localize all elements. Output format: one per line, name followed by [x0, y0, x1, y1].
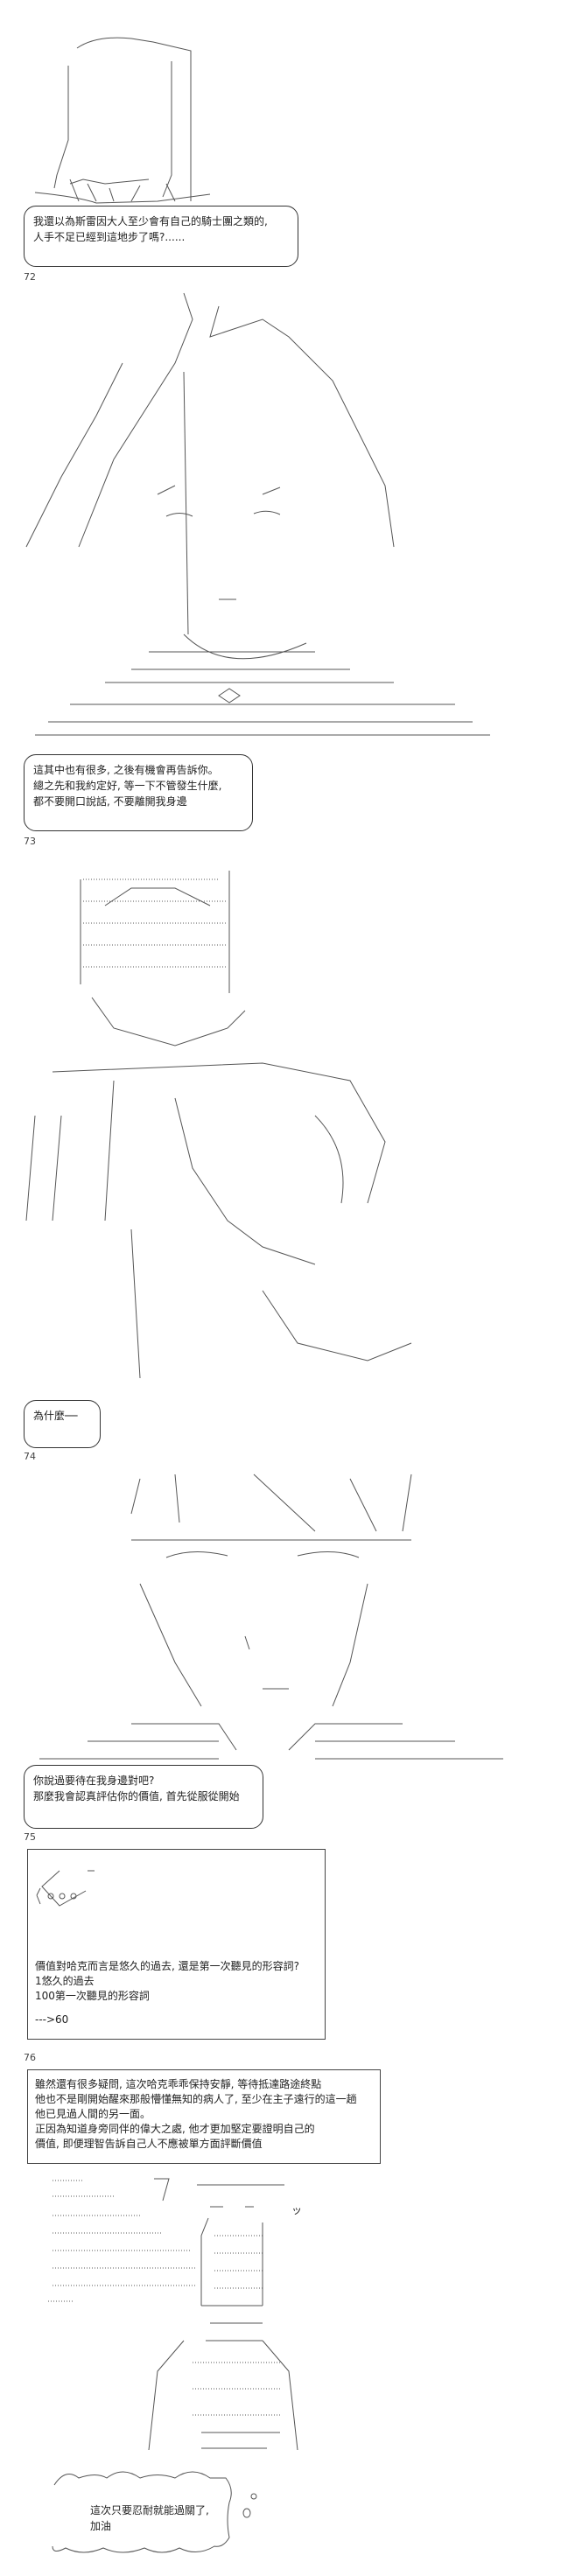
panel-number: 72: [24, 271, 36, 283]
narration-line: 他已見過人間的另一面。: [35, 2108, 151, 2120]
speech-bubble-73: 這其中也有很多, 之後有機會再告訴你。 總之先和我約定好, 等一下不管發生什麼,…: [24, 754, 253, 831]
narration-line: 正因為知道身旁同伴的偉大之處, 他才更加堅定要證明自己的: [35, 2123, 315, 2135]
dice-option: 100第一次聽見的形容詞: [35, 1990, 150, 2002]
dialogue-line: 這其中也有很多, 之後有機會再告訴你。: [33, 764, 219, 776]
dialogue-line: 我還以為斯雷因大人至少會有自己的騎士團之類的,: [33, 215, 268, 228]
dialogue-line: 人手不足已經到這地步了嗎?......: [33, 231, 186, 243]
panel-number: 74: [24, 1451, 36, 1462]
dialogue-line: 都不要開口說話, 不要離開我身邊: [33, 795, 187, 808]
character-art-grab: [25, 871, 412, 1379]
character-art-face-collar: [39, 1474, 503, 1760]
dialogue-line: 你說過要待在我身邊對吧?: [33, 1774, 155, 1787]
dice-question: 價值對哈克而言是悠久的過去, 還是第一次聽見的形容詞?: [35, 1960, 300, 1972]
dice-icon: [36, 1870, 95, 1907]
thought-line: 加油: [90, 2520, 112, 2532]
character-art-hooded: [25, 37, 211, 233]
narration-line: 他也不是剛開始醒來那般懵懂無知的病人了, 至少在主子遠行的這一趟: [35, 2093, 357, 2105]
speech-bubble-72: 我還以為斯雷因大人至少會有自己的騎士團之類的, 人手不足已經到這地步了嗎?...…: [24, 206, 298, 267]
dialogue-line: 為什麼──: [33, 1410, 78, 1422]
panel-number: 76: [24, 2052, 36, 2063]
dice-result: --->60: [35, 2013, 69, 2026]
narration-box: 雖然還有很多疑問, 這次哈克乖乖保持安靜, 等待抵達路途終點 他也不是剛開始醒來…: [27, 2069, 381, 2164]
thought-line: 這次只要忍耐就能過關了,: [90, 2504, 209, 2516]
panel-number: 75: [24, 1831, 36, 1843]
speech-bubble-75: 你說過要待在我身邊對吧? 那麼我會認真評估你的價值, 首先從服從開始: [24, 1765, 263, 1829]
character-art-back: [48, 2178, 298, 2451]
dialogue-line: 總之先和我約定好, 等一下不管發生什麼,: [33, 780, 222, 792]
sfx-text: ッ: [291, 2204, 303, 2216]
panel-number: 73: [24, 836, 36, 847]
character-art-face: [25, 292, 490, 736]
speech-bubble-74: 為什麼──: [24, 1400, 101, 1448]
dice-option: 1悠久的過去: [35, 1975, 95, 1987]
dialogue-line: 那麼我會認真評估你的價值, 首先從服從開始: [33, 1790, 240, 1802]
narration-line: 雖然還有很多疑問, 這次哈克乖乖保持安靜, 等待抵達路途終點: [35, 2078, 322, 2090]
narration-line: 價值, 即便理智告訴自己人不應被單方面評斷價值: [35, 2138, 263, 2150]
dice-choice-box: 價值對哈克而言是悠久的過去, 還是第一次聽見的形容詞? 1悠久的過去 100第一…: [27, 1849, 326, 2040]
thought-bubble-outline: [52, 2471, 257, 2553]
thought-text: 這次只要忍耐就能過關了, 加油: [90, 2502, 209, 2534]
